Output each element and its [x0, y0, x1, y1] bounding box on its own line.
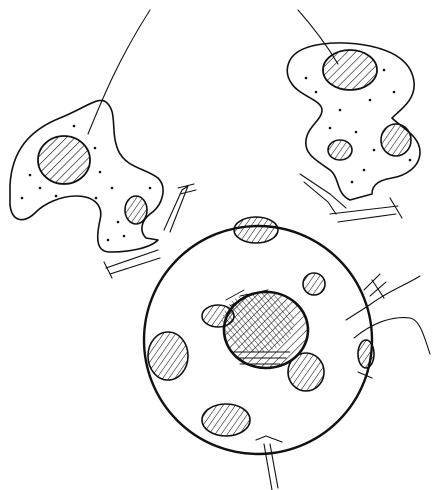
round-cell-inclusion-right — [288, 353, 324, 391]
round-cell-inclusion-bottom — [202, 404, 250, 436]
round-cell-bottom-process — [256, 436, 282, 490]
left-cell-nucleus — [38, 136, 90, 184]
round-cell-inclusion-upper-right — [303, 273, 325, 295]
right-cell-inclusion-2 — [381, 124, 411, 156]
large-round-cell — [144, 217, 430, 490]
right-cell-nucleus — [323, 50, 377, 90]
left-cell-lower-strokes — [104, 250, 160, 278]
round-cell-membrane-ticks — [364, 274, 386, 298]
round-cell-vesicle-mid-left — [202, 305, 234, 327]
left-cell-process-line — [88, 10, 150, 134]
round-cell-inclusion-left — [148, 332, 188, 380]
round-cell-nucleus-crosshatch — [222, 292, 294, 352]
round-cell-inclusion-edge-right — [358, 340, 374, 368]
round-cell-right-process — [346, 276, 430, 378]
left-cell-inclusion — [125, 196, 147, 224]
left-branching-cell — [10, 10, 196, 278]
right-branching-cell — [287, 10, 420, 222]
left-cell-outline — [10, 100, 163, 252]
round-cell-inclusion-top — [234, 217, 278, 243]
right-cell-inclusion-1 — [328, 140, 352, 160]
